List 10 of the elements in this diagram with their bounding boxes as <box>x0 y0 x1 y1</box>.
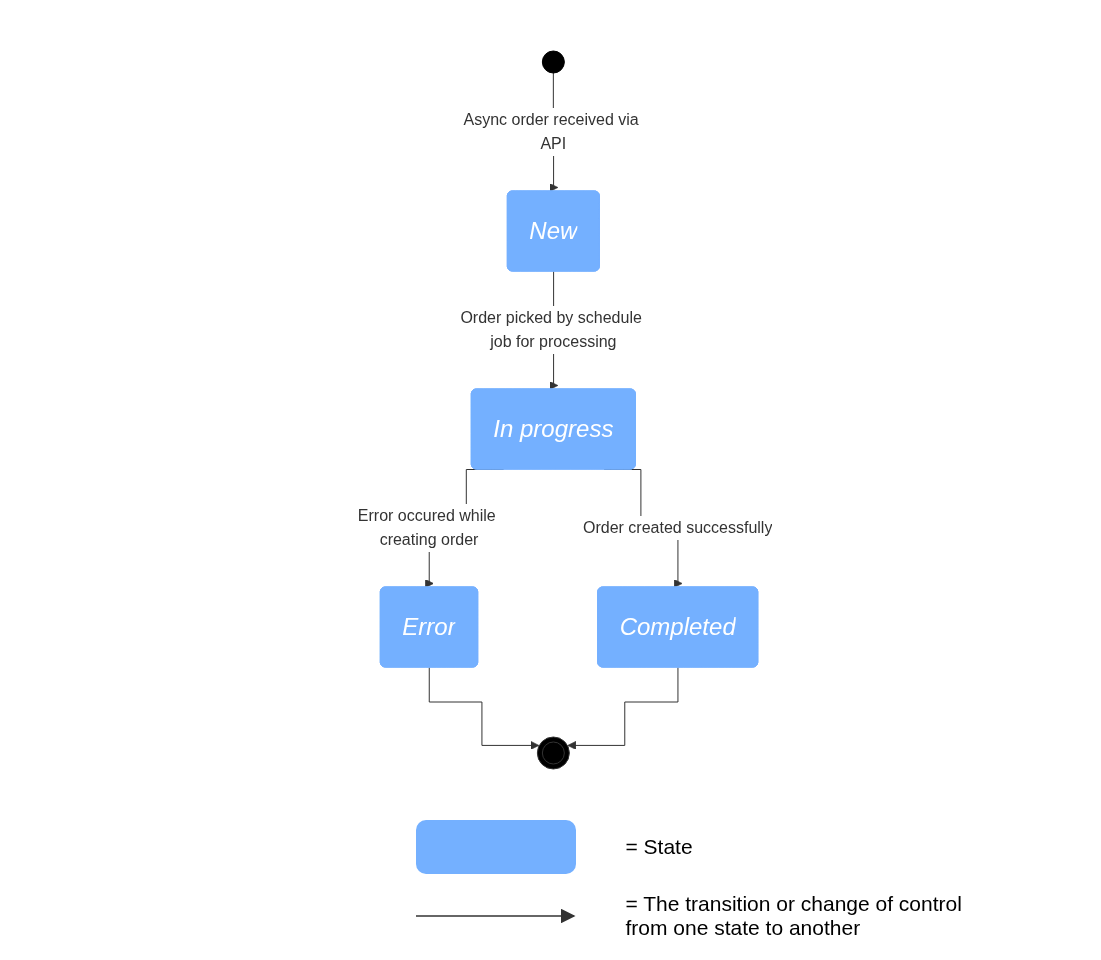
arrow <box>428 667 540 750</box>
arrow <box>567 667 679 750</box>
node-circle <box>536 736 570 770</box>
edge-label: Order created successfully <box>582 519 773 536</box>
node-circle <box>541 50 565 74</box>
legend-text: = The transition or change of control from one state to another <box>625 892 963 940</box>
edge-label: Async order received via API <box>463 111 639 152</box>
legend-text: = State <box>625 835 694 859</box>
edge-label: Error occured while creating order <box>357 507 496 548</box>
edge-label: Order picked by schedule job for processing <box>460 309 642 350</box>
